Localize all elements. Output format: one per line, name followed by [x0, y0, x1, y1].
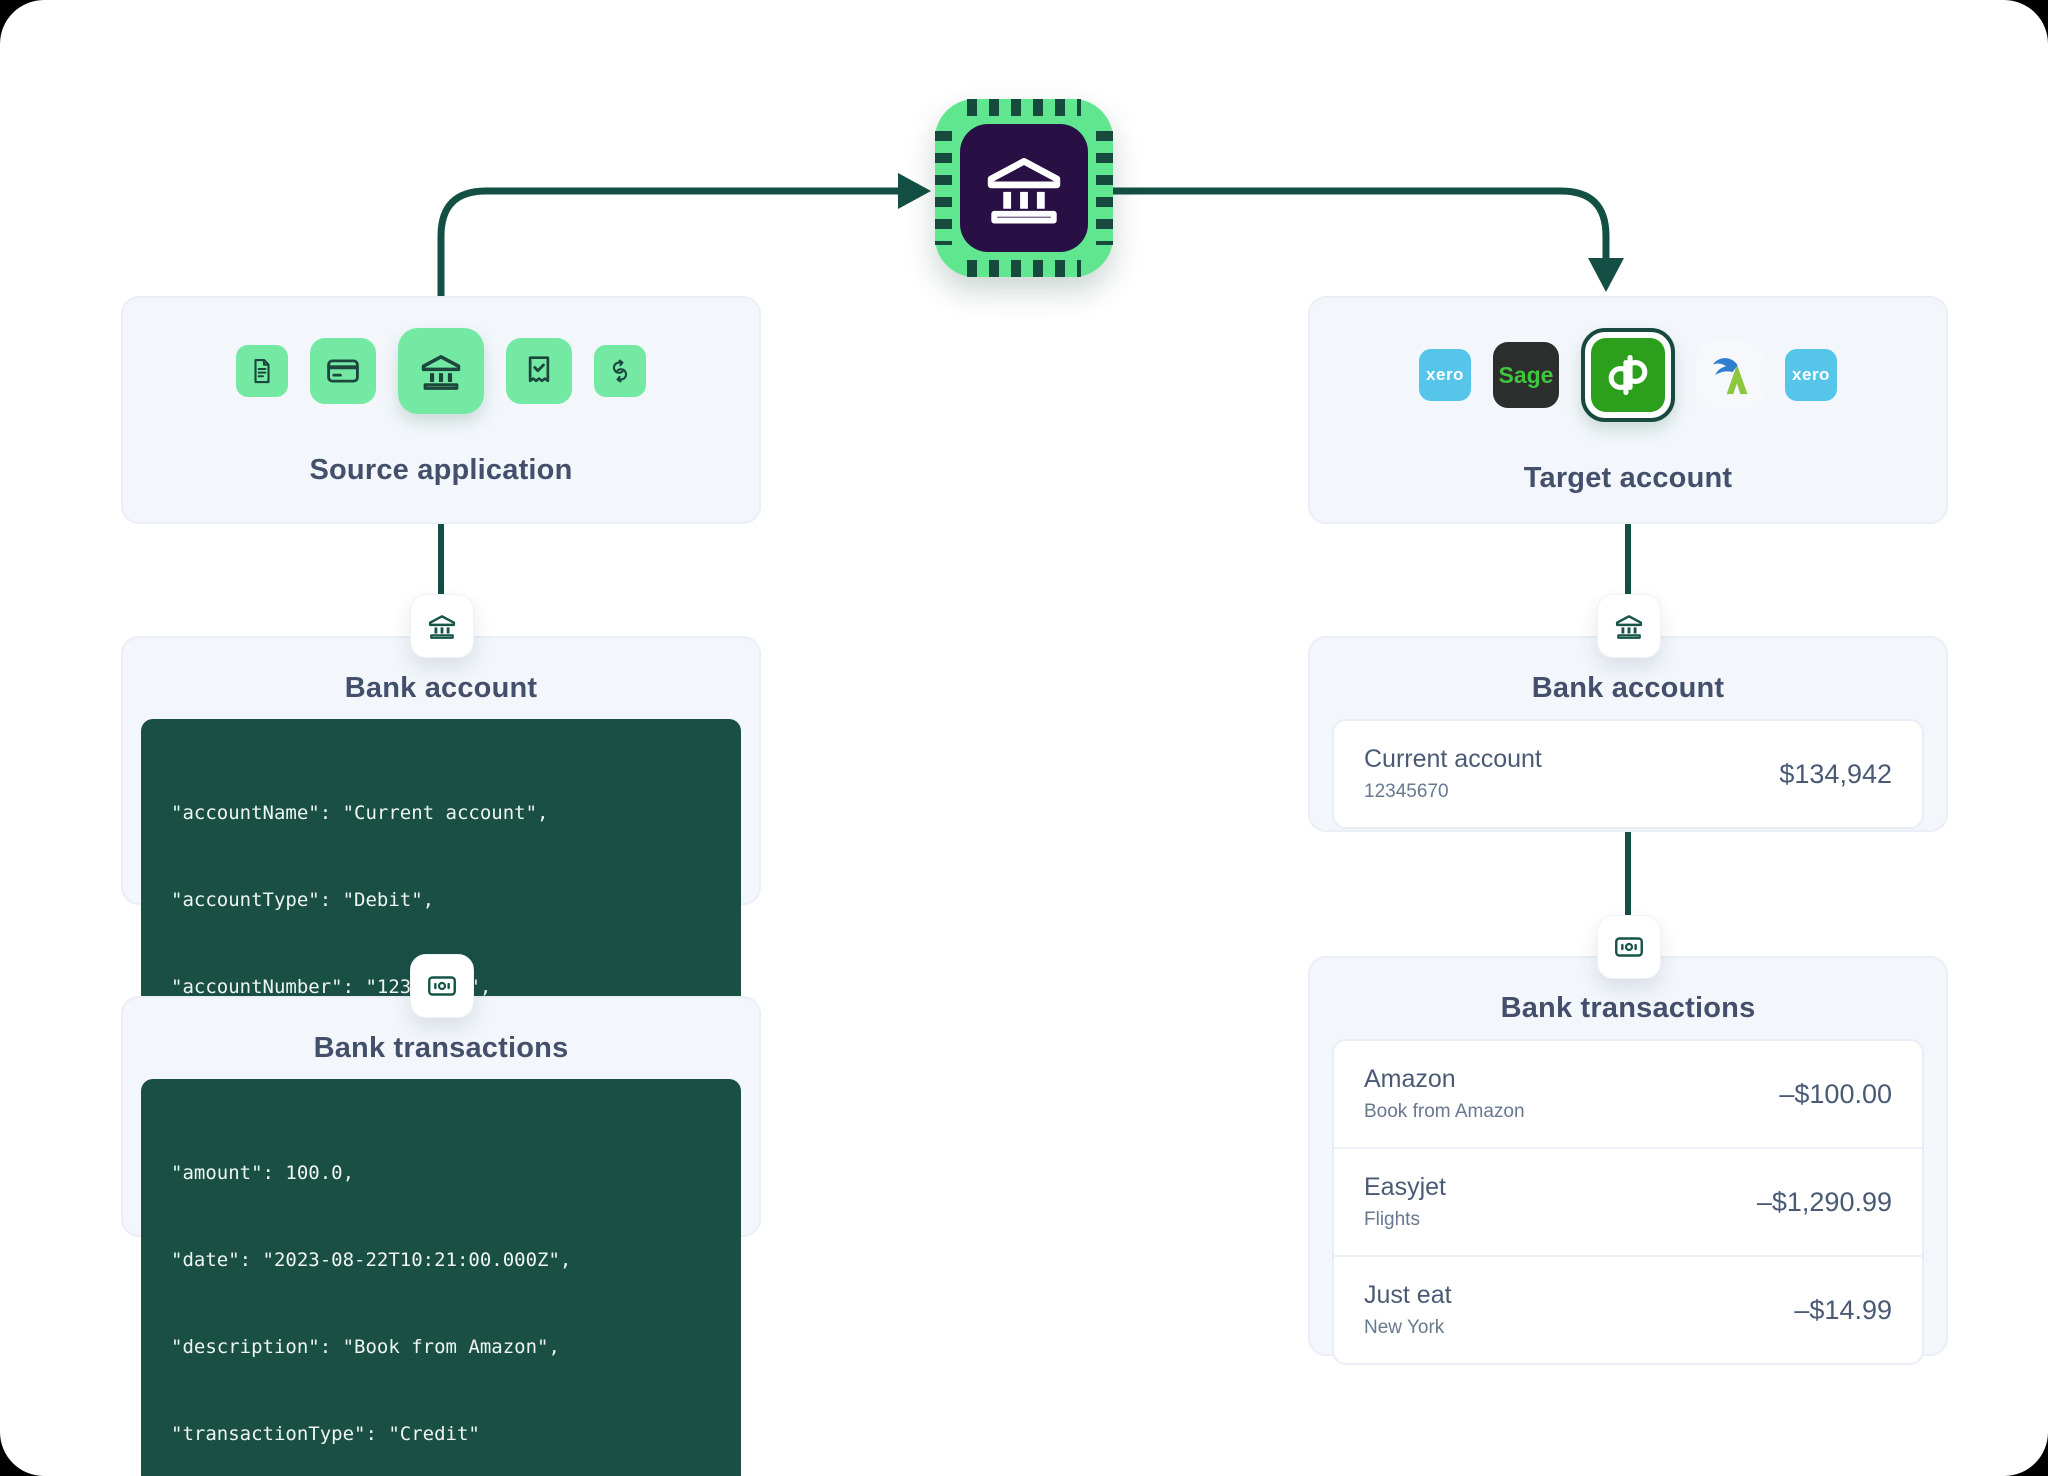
source-to-hub-arrow-line — [437, 187, 898, 300]
target-bank-account-panel: Bank account Current account 12345670 $1… — [1308, 636, 1948, 832]
source-icon-row — [123, 328, 759, 414]
freeagent-glyph-icon — [1703, 348, 1757, 402]
target-account-panel: xero Sage xero Target account — [1308, 296, 1948, 524]
quickbooks-app-icon-selected — [1581, 328, 1675, 422]
bank-account-badge — [1597, 594, 1661, 658]
document-icon — [236, 345, 288, 397]
transaction-name: Just eat — [1364, 1281, 1452, 1309]
xero-logo-text: xero — [1792, 365, 1830, 384]
transaction-name: Easyjet — [1364, 1173, 1446, 1201]
sage-app-icon: Sage — [1493, 342, 1559, 408]
source-bank-account-panel: Bank account "accountName": "Current acc… — [121, 636, 761, 1256]
transaction-row: Amazon Book from Amazon –$100.00 — [1334, 1041, 1922, 1147]
transaction-row: Just eat New York –$14.99 — [1334, 1255, 1922, 1363]
xero-app-icon: xero — [1419, 349, 1471, 401]
banknote-icon — [1612, 930, 1646, 964]
bank-icon — [977, 141, 1071, 235]
source-bank-transactions-panel: Bank transactions "amount": 100.0, "date… — [121, 996, 761, 1476]
bank-transactions-badge — [410, 954, 474, 1018]
banknote-icon — [425, 969, 459, 1003]
target-bank-transactions-panel: Bank transactions Amazon Book from Amazo… — [1308, 956, 1948, 1365]
transaction-amount: –$100.00 — [1779, 1078, 1892, 1109]
transaction-info: Easyjet Flights — [1364, 1173, 1446, 1231]
bank-account-title: Bank account — [344, 672, 538, 704]
account-name: Current account — [1364, 745, 1542, 773]
account-summary-card: Current account 12345670 $134,942 — [1332, 719, 1924, 829]
freeagent-app-icon — [1697, 342, 1763, 408]
chip-core — [960, 124, 1088, 252]
transaction-description: Flights — [1364, 1209, 1420, 1230]
hub-to-target-arrow-line — [1113, 187, 1610, 262]
bank-icon — [1612, 609, 1646, 643]
code-line: "amount": 100.0, — [171, 1162, 355, 1184]
chip-pins-right — [1096, 131, 1113, 245]
bank-transactions-title: Bank transactions — [313, 1032, 569, 1064]
transaction-amount: –$14.99 — [1794, 1294, 1892, 1325]
xero-app-icon: xero — [1785, 349, 1837, 401]
bank-transactions-badge — [1597, 915, 1661, 979]
transaction-description: New York — [1364, 1317, 1445, 1338]
account-row: Current account 12345670 $134,942 — [1334, 721, 1922, 827]
bank-chip-icon — [935, 99, 1113, 277]
bank-icon — [398, 328, 484, 414]
code-line: "transactionType": "Credit" — [171, 1423, 480, 1445]
bank-account-title: Bank account — [1531, 672, 1725, 704]
code-line: "description": "Book from Amazon", — [171, 1336, 560, 1358]
transaction-info: Amazon Book from Amazon — [1364, 1065, 1525, 1123]
transaction-amount: –$1,290.99 — [1756, 1186, 1892, 1217]
sage-logo-text: Sage — [1498, 361, 1554, 388]
hub-to-target-arrowhead — [1588, 258, 1624, 292]
receipt-check-icon — [506, 338, 572, 404]
chip-pins-bottom — [967, 260, 1081, 277]
chip-pins-top — [967, 99, 1081, 116]
code-line: "accountName": "Current account", — [171, 802, 549, 824]
xero-logo-text: xero — [1426, 365, 1464, 384]
account-info: Current account 12345670 — [1364, 745, 1542, 803]
source-to-hub-arrowhead — [898, 173, 931, 209]
transaction-info: Just eat New York — [1364, 1281, 1452, 1339]
code-line: "date": "2023-08-22T10:21:00.000Z", — [171, 1249, 572, 1271]
bank-icon — [425, 609, 459, 643]
account-number: 12345670 — [1364, 781, 1449, 802]
qb-glyph-icon — [1599, 346, 1657, 404]
bank-transactions-code-block: "amount": 100.0, "date": "2023-08-22T10:… — [141, 1079, 741, 1476]
transaction-name: Amazon — [1364, 1065, 1456, 1093]
code-line: "accountType": "Debit", — [171, 889, 435, 911]
bank-transactions-title: Bank transactions — [1500, 992, 1756, 1024]
credit-card-icon — [310, 338, 376, 404]
account-balance: $134,942 — [1779, 758, 1892, 789]
transaction-description: Book from Amazon — [1364, 1101, 1525, 1122]
sync-icon — [594, 345, 646, 397]
transactions-list-card: Amazon Book from Amazon –$100.00 Easyjet… — [1332, 1039, 1924, 1365]
source-application-panel: Source application — [121, 296, 761, 524]
target-panel-title: Target account — [1523, 462, 1733, 494]
chip-pins-left — [935, 131, 952, 245]
transaction-row: Easyjet Flights –$1,290.99 — [1334, 1147, 1922, 1255]
target-app-row: xero Sage xero — [1310, 328, 1946, 422]
source-panel-title: Source application — [309, 454, 573, 486]
quickbooks-logo — [1591, 338, 1665, 412]
bank-account-badge — [410, 594, 474, 658]
